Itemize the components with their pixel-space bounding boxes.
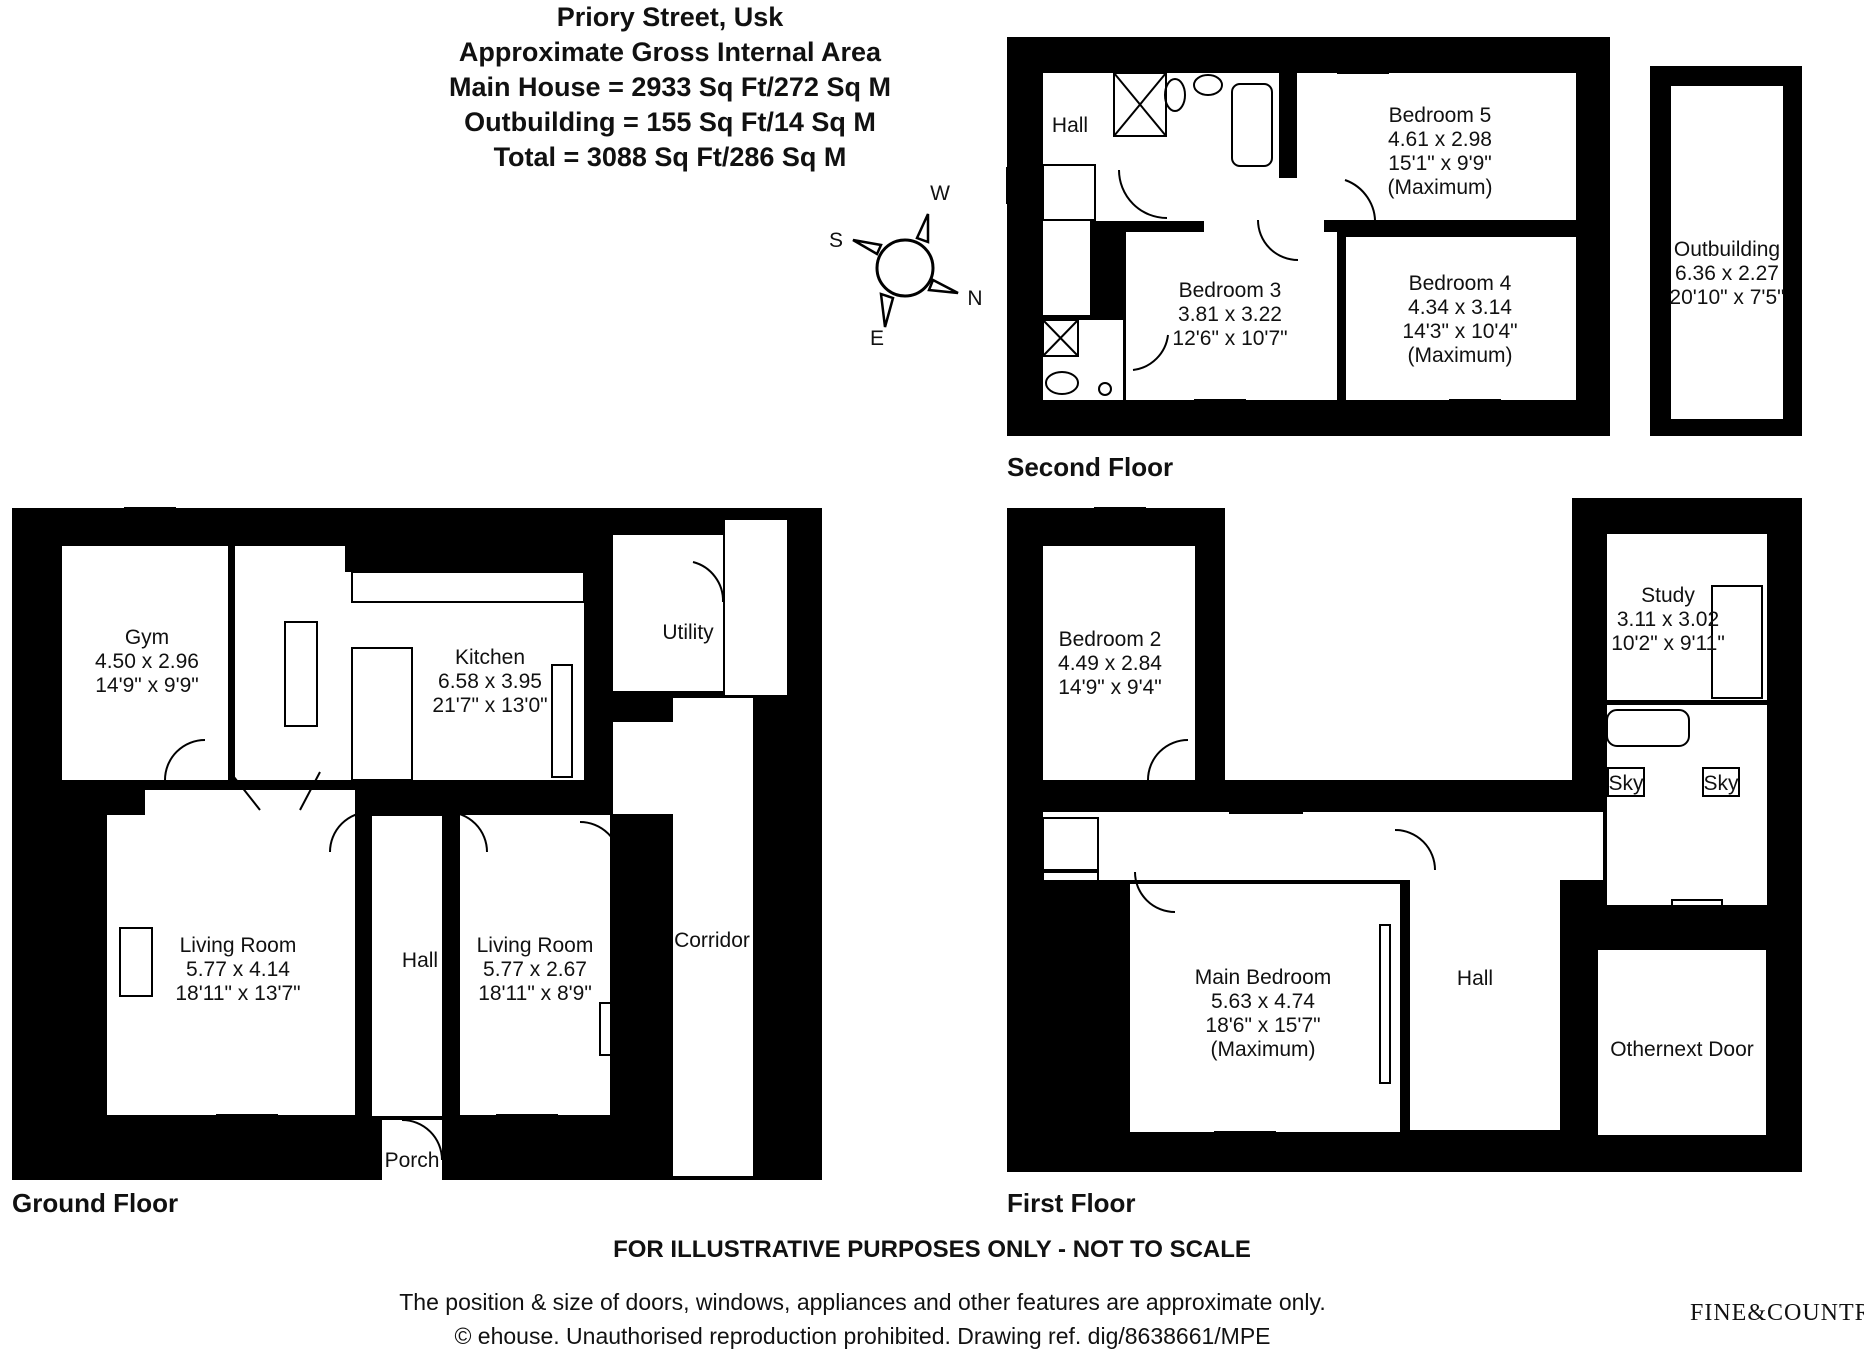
gym-imperial: 14'9" x 9'9" [95,674,199,697]
header-outbuilding: Outbuilding = 155 Sq Ft/14 Sq M [464,107,876,137]
gf-hall-label: Hall [402,949,438,972]
disclaimer: FOR ILLUSTRATIVE PURPOSES ONLY - NOT TO … [613,1236,1251,1263]
bedroom2-imperial: 14'9" x 9'4" [1058,676,1162,699]
svg-text:3.81 x 3.22: 3.81 x 3.22 [1178,303,1282,326]
footer-notes: The position & size of doors, windows, a… [0,1285,1725,1353]
svg-text:14'3" x 10'4": 14'3" x 10'4" [1402,320,1517,343]
main-bedroom-name: Main Bedroom [1195,966,1332,989]
svg-text:20'10" x 7'5": 20'10" x 7'5" [1669,286,1784,309]
ground-floor-plan: Gym 4.50 x 2.96 14'9" x 9'9" Kitchen 6.5… [12,507,822,1218]
othernext-label: Othernext Door [1610,1038,1754,1061]
svg-text:(Maximum): (Maximum) [1408,344,1513,367]
compass-w: W [930,182,950,205]
svg-text:Bedroom 5: Bedroom 5 [1389,104,1492,127]
outbuilding-label: Outbuilding 6.36 x 2.27 20'10" x 7'5" [1669,238,1784,309]
kitchen-name: Kitchen [455,646,525,669]
living2-imperial: 18'11" x 8'9" [478,982,592,1005]
living1-metric: 5.77 x 4.14 [186,958,290,981]
svg-text:(Maximum): (Maximum) [1388,176,1493,199]
bedroom4-label: Bedroom 4 4.34 x 3.14 14'3" x 10'4" (Max… [1402,272,1517,367]
study-imperial: 10'2" x 9'11" [1611,632,1725,655]
bedroom2-metric: 4.49 x 2.84 [1058,652,1162,675]
svg-text:4.34 x 3.14: 4.34 x 3.14 [1408,296,1512,319]
second-floor-label: Second Floor [1007,452,1173,482]
compass-e: E [870,327,884,350]
gym-name: Gym [125,626,169,649]
living1-name: Living Room [180,934,297,957]
living1-imperial: 18'11" x 13'7" [175,982,300,1005]
svg-text:4.61 x 2.98: 4.61 x 2.98 [1388,128,1492,151]
svg-text:6.36 x 2.27: 6.36 x 2.27 [1675,262,1779,285]
utility-label: Utility [662,621,714,644]
study-metric: 3.11 x 3.02 [1617,608,1719,631]
fine-country-logo: FINE&COUNTRY [1690,1300,1864,1326]
svg-text:Outbuilding: Outbuilding [1674,238,1780,261]
second-floor-plan: Hall Bedroom 5 4.61 x 2.98 15'1" x 9'9" … [1006,37,1610,482]
svg-text:12'6" x 10'7": 12'6" x 10'7" [1172,327,1287,350]
compass-s: S [829,229,843,252]
ground-floor-label: Ground Floor [12,1188,178,1218]
header-title: Priory Street, Usk [556,2,784,32]
bedroom2-name: Bedroom 2 [1059,628,1162,651]
first-floor-plan: Bedroom 2 4.49 x 2.84 14'9" x 9'4" Study… [1007,498,1802,1218]
header-main-house: Main House = 2933 Sq Ft/272 Sq M [449,72,891,102]
main-bedroom-note: (Maximum) [1211,1038,1316,1061]
kitchen-metric: 6.58 x 3.95 [438,670,542,693]
svg-text:15'1" x 9'9": 15'1" x 9'9" [1388,152,1492,175]
first-floor-label: First Floor [1007,1188,1136,1218]
header-total: Total = 3088 Sq Ft/286 Sq M [493,142,847,172]
gym-metric: 4.50 x 2.96 [95,650,199,673]
bedroom3-label: Bedroom 3 3.81 x 3.22 12'6" x 10'7" [1172,279,1287,350]
ff-hall-label: Hall [1457,967,1493,990]
footer-note-1: The position & size of doors, windows, a… [399,1289,1326,1315]
sky2-label: Sky [1703,772,1739,795]
main-bedroom-imperial: 18'6" x 15'7" [1205,1014,1320,1037]
header-area-label: Approximate Gross Internal Area [458,37,882,67]
main-bedroom-metric: 5.63 x 4.74 [1211,990,1315,1013]
svg-text:Bedroom 3: Bedroom 3 [1179,279,1282,302]
kitchen-imperial: 21'7" x 13'0" [432,694,547,717]
study-name: Study [1641,584,1695,607]
porch-label: Porch [385,1149,440,1172]
compass-n: N [967,287,982,310]
corridor-label: Corridor [674,929,750,952]
living2-metric: 5.77 x 2.67 [483,958,587,981]
footer-note-2: © ehouse. Unauthorised reproduction proh… [454,1323,1271,1349]
compass-icon: W S N E [829,182,983,350]
svg-text:Bedroom 4: Bedroom 4 [1409,272,1512,295]
bedroom5-label: Bedroom 5 4.61 x 2.98 15'1" x 9'9" (Maxi… [1388,104,1493,199]
outbuilding-plan: Outbuilding 6.36 x 2.27 20'10" x 7'5" [1650,66,1802,436]
living2-name: Living Room [477,934,594,957]
sf-hall-label: Hall [1052,114,1088,137]
sky1-label: Sky [1608,772,1644,795]
